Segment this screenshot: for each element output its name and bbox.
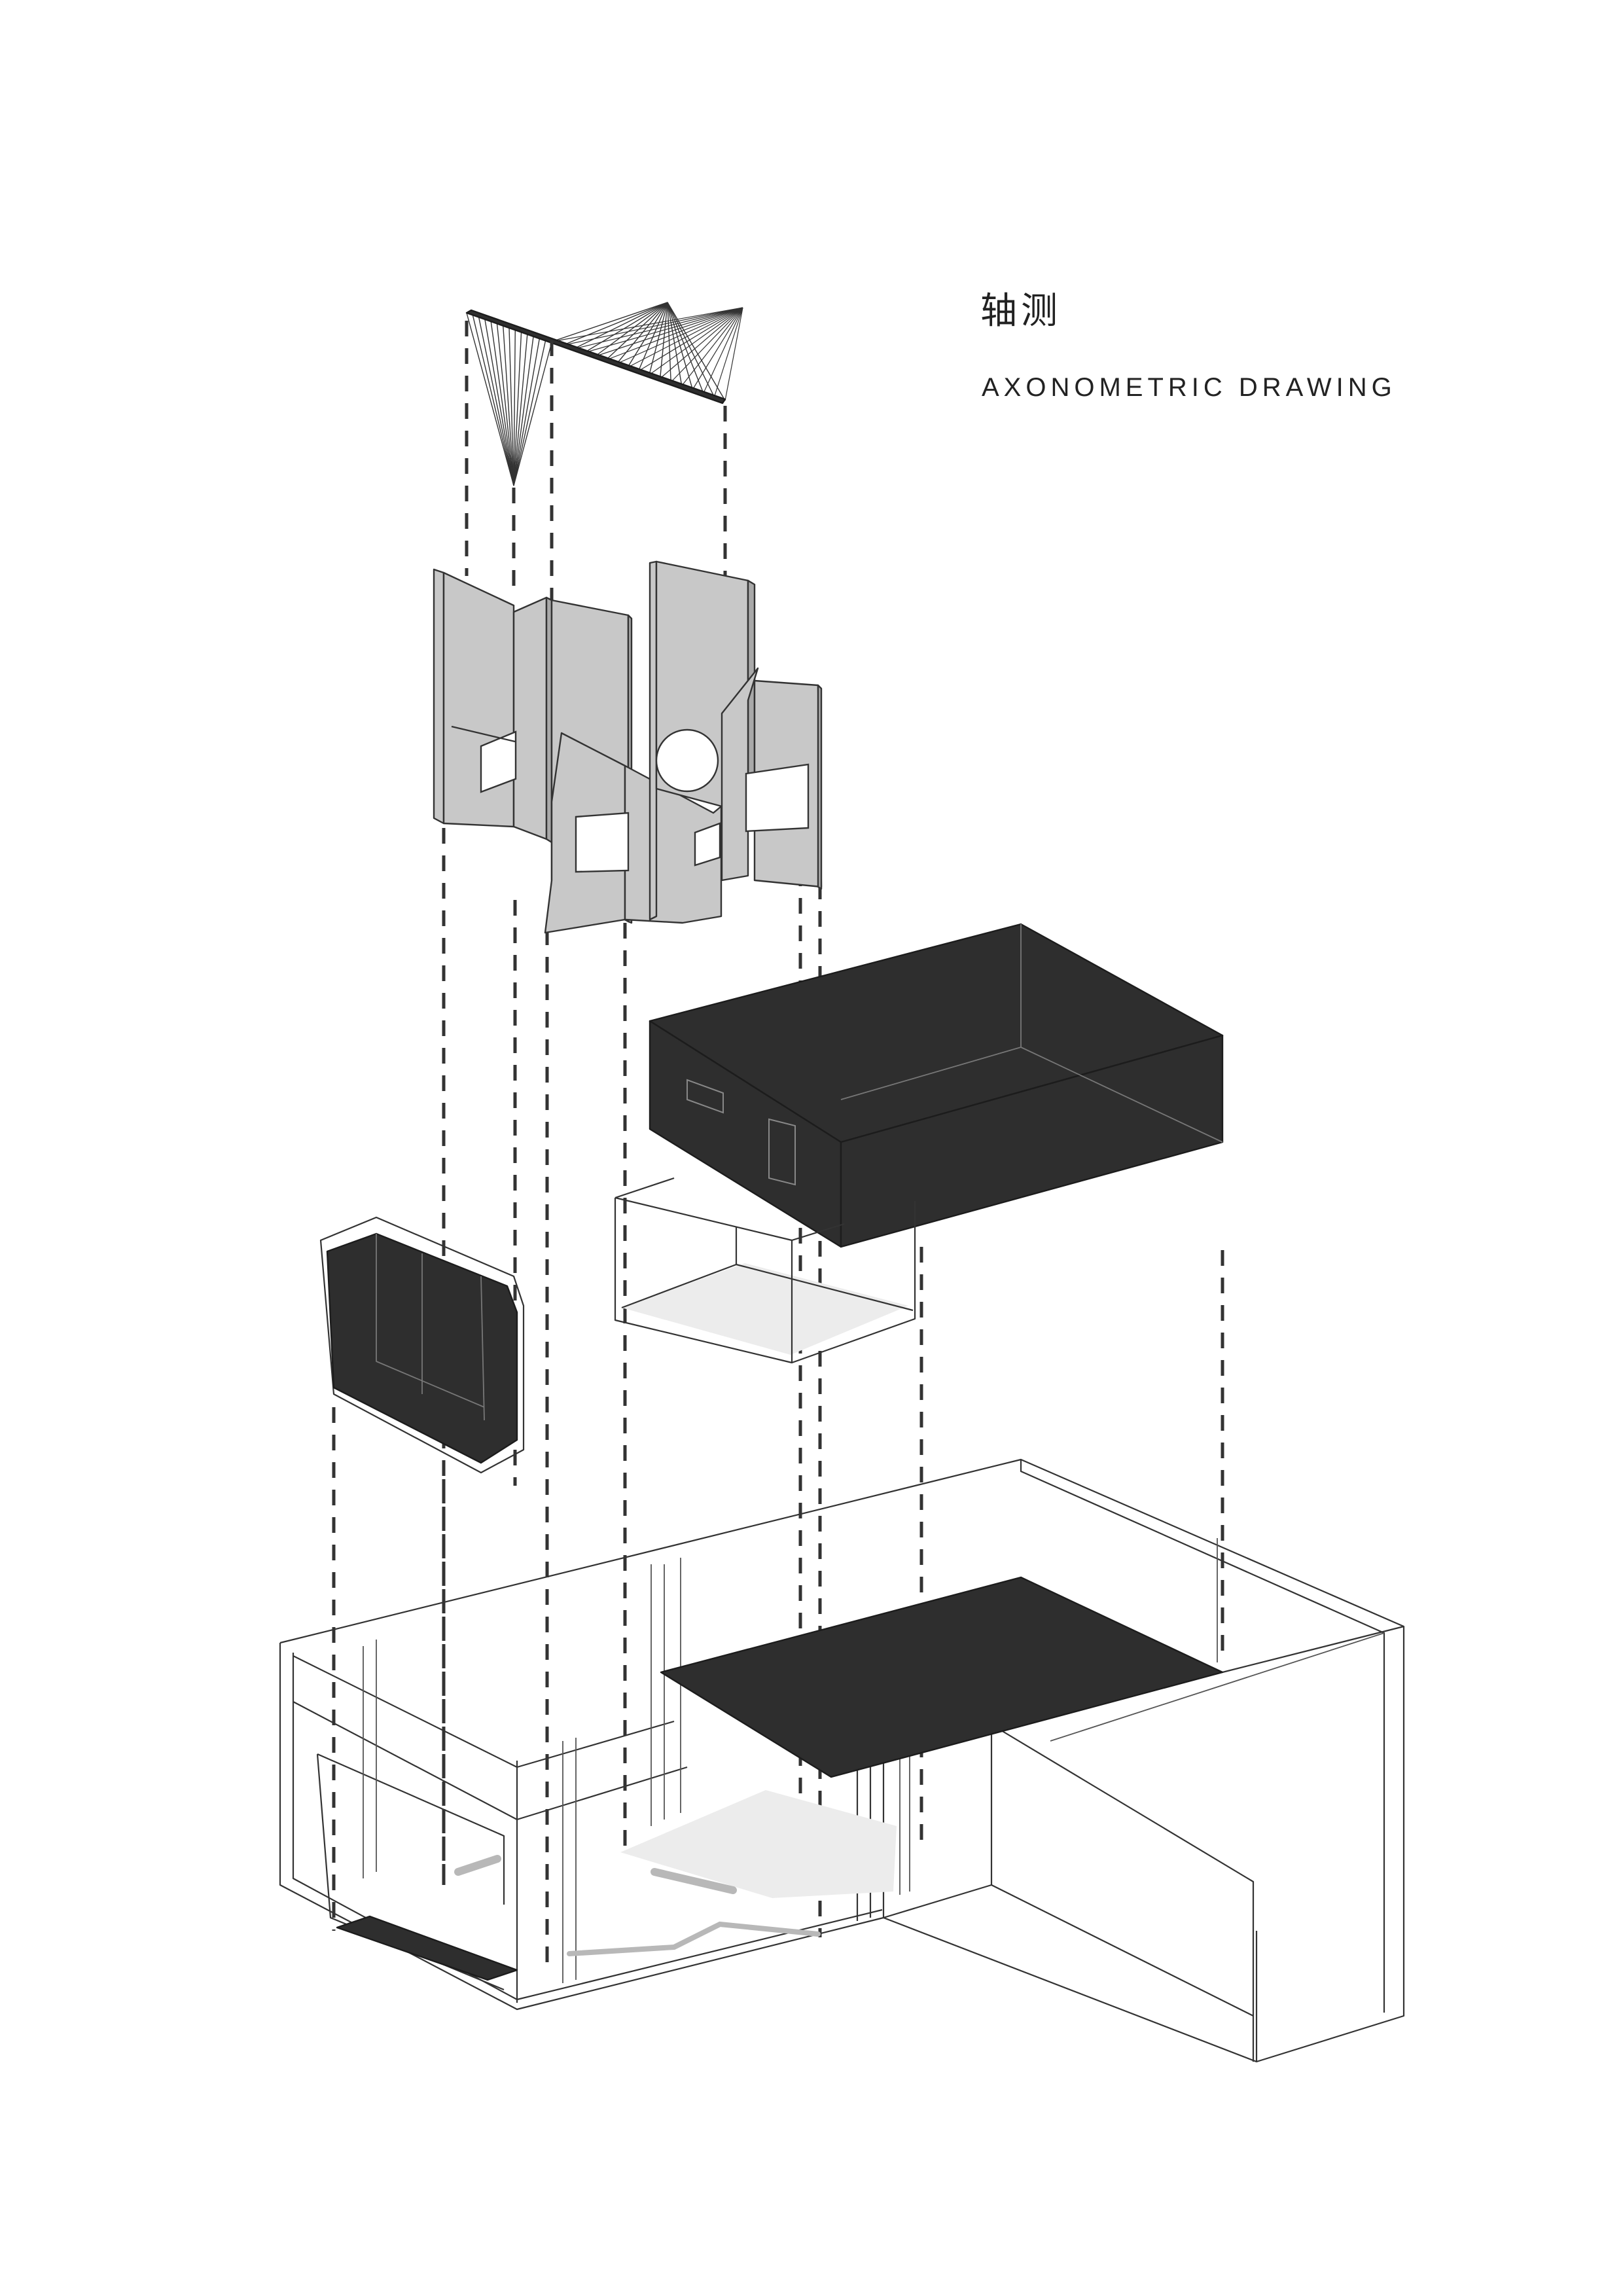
fan-blade-line [667, 302, 683, 386]
fan-right-blades [551, 302, 743, 401]
fan-blade-line [724, 307, 743, 401]
fan-blade-line [551, 302, 668, 342]
glass-room-floor [622, 1263, 908, 1355]
fan-blade-line [484, 319, 514, 486]
screen-round-opening [655, 728, 719, 793]
fan-blade-line [562, 302, 668, 346]
fan-rod [465, 309, 726, 404]
right-room-edge [991, 1884, 1254, 2017]
screen-opening [480, 730, 517, 793]
screen-panel [721, 667, 759, 882]
fan-blade-line [490, 321, 514, 486]
base-floor-tint [620, 1790, 897, 1898]
fan-blade-line [496, 323, 514, 486]
fan-blade-line [472, 315, 514, 486]
base-floor-strip [336, 1915, 518, 1981]
fan-blade-line [513, 340, 546, 486]
screen-slot [451, 725, 516, 743]
floor-shadow [651, 1868, 737, 1894]
fan-blade-line [703, 307, 743, 394]
fan-blade-line [667, 302, 671, 382]
left-compartment-edge [293, 1701, 688, 1821]
fan-blade-line [513, 334, 528, 486]
upper-box-volume [649, 923, 1224, 1248]
left-compartment-edge [317, 1753, 505, 1905]
glass-room-edge [791, 1223, 845, 1242]
fan-blade-line [562, 307, 743, 346]
fan-blade-line [573, 302, 668, 350]
fan-blade-line [508, 327, 514, 486]
fan-blade-line [667, 302, 704, 394]
fan-blade-line [595, 307, 743, 357]
wall-panel-line [376, 1234, 485, 1408]
fan-blade-line [692, 307, 743, 390]
fan-blade-line [584, 302, 668, 353]
title-chinese: 轴测 [980, 290, 1061, 332]
left-compartment-edge [293, 1655, 675, 1768]
fan-left-blades [466, 312, 552, 486]
floor-shadow [567, 1921, 821, 1956]
right-room-edge [1050, 1632, 1385, 1742]
fan-blade-line [638, 307, 743, 372]
fan-blade-line [616, 307, 743, 365]
fan-blade-line [659, 302, 668, 379]
fan-blade-line [466, 312, 514, 486]
fan-blade-line [605, 302, 668, 361]
wall-panel-line [480, 1276, 485, 1421]
fan-blade-line [513, 338, 541, 486]
base-shell [279, 1458, 1405, 2063]
fan-blade-line [551, 307, 743, 342]
screen-panel [433, 568, 445, 825]
fan-blade-line [513, 342, 552, 486]
fan-blade-line [660, 307, 743, 379]
screen-panel [512, 596, 548, 840]
fan-blade-line [584, 307, 743, 353]
base-outline [1020, 1460, 1385, 2013]
fan-blade-line [681, 307, 743, 386]
right-room-edge [882, 1723, 1255, 2062]
box-slot [768, 1118, 796, 1186]
fan-blade-line [513, 329, 516, 486]
screen-opening [694, 822, 721, 867]
glass-room-edge [621, 1263, 737, 1309]
screen-opening [745, 763, 810, 833]
glass-room [614, 1177, 916, 1364]
fan-blade-line [513, 331, 522, 486]
box-inner-edge [1020, 1047, 1223, 1143]
fan-sculpture [465, 302, 743, 486]
floor-shadow [454, 1855, 501, 1876]
fan-blade-line [594, 302, 668, 357]
screen-panel [649, 560, 658, 921]
fan-blade-line [573, 307, 743, 350]
glass-room-edge [615, 1177, 675, 1199]
fan-blade-line [513, 336, 534, 486]
base-floor-plate [660, 1576, 1224, 1778]
screen-panel [624, 764, 722, 924]
title-english: AXONOMETRIC DRAWING [982, 373, 1397, 402]
fan-blade-line [503, 325, 514, 486]
screen-opening [575, 812, 630, 873]
folding-screen [433, 560, 823, 934]
wall-panel [319, 1216, 525, 1474]
box-slot [687, 1079, 724, 1114]
screen-panel [442, 571, 515, 828]
fan-blade-line [478, 317, 514, 486]
fan-blade-line [649, 307, 743, 376]
fan-blade-line [670, 307, 743, 383]
screen-panel-edge [817, 684, 823, 890]
fan-blade-line [713, 307, 743, 397]
wall-panel-frame [319, 1216, 525, 1474]
fan-blade-line [627, 307, 743, 368]
fan-blade-line [616, 302, 668, 365]
base-outline [1222, 1625, 1404, 1674]
fan-blade-line [667, 302, 715, 397]
fan-blade-line [605, 307, 743, 361]
fan-blade-line [667, 302, 726, 401]
